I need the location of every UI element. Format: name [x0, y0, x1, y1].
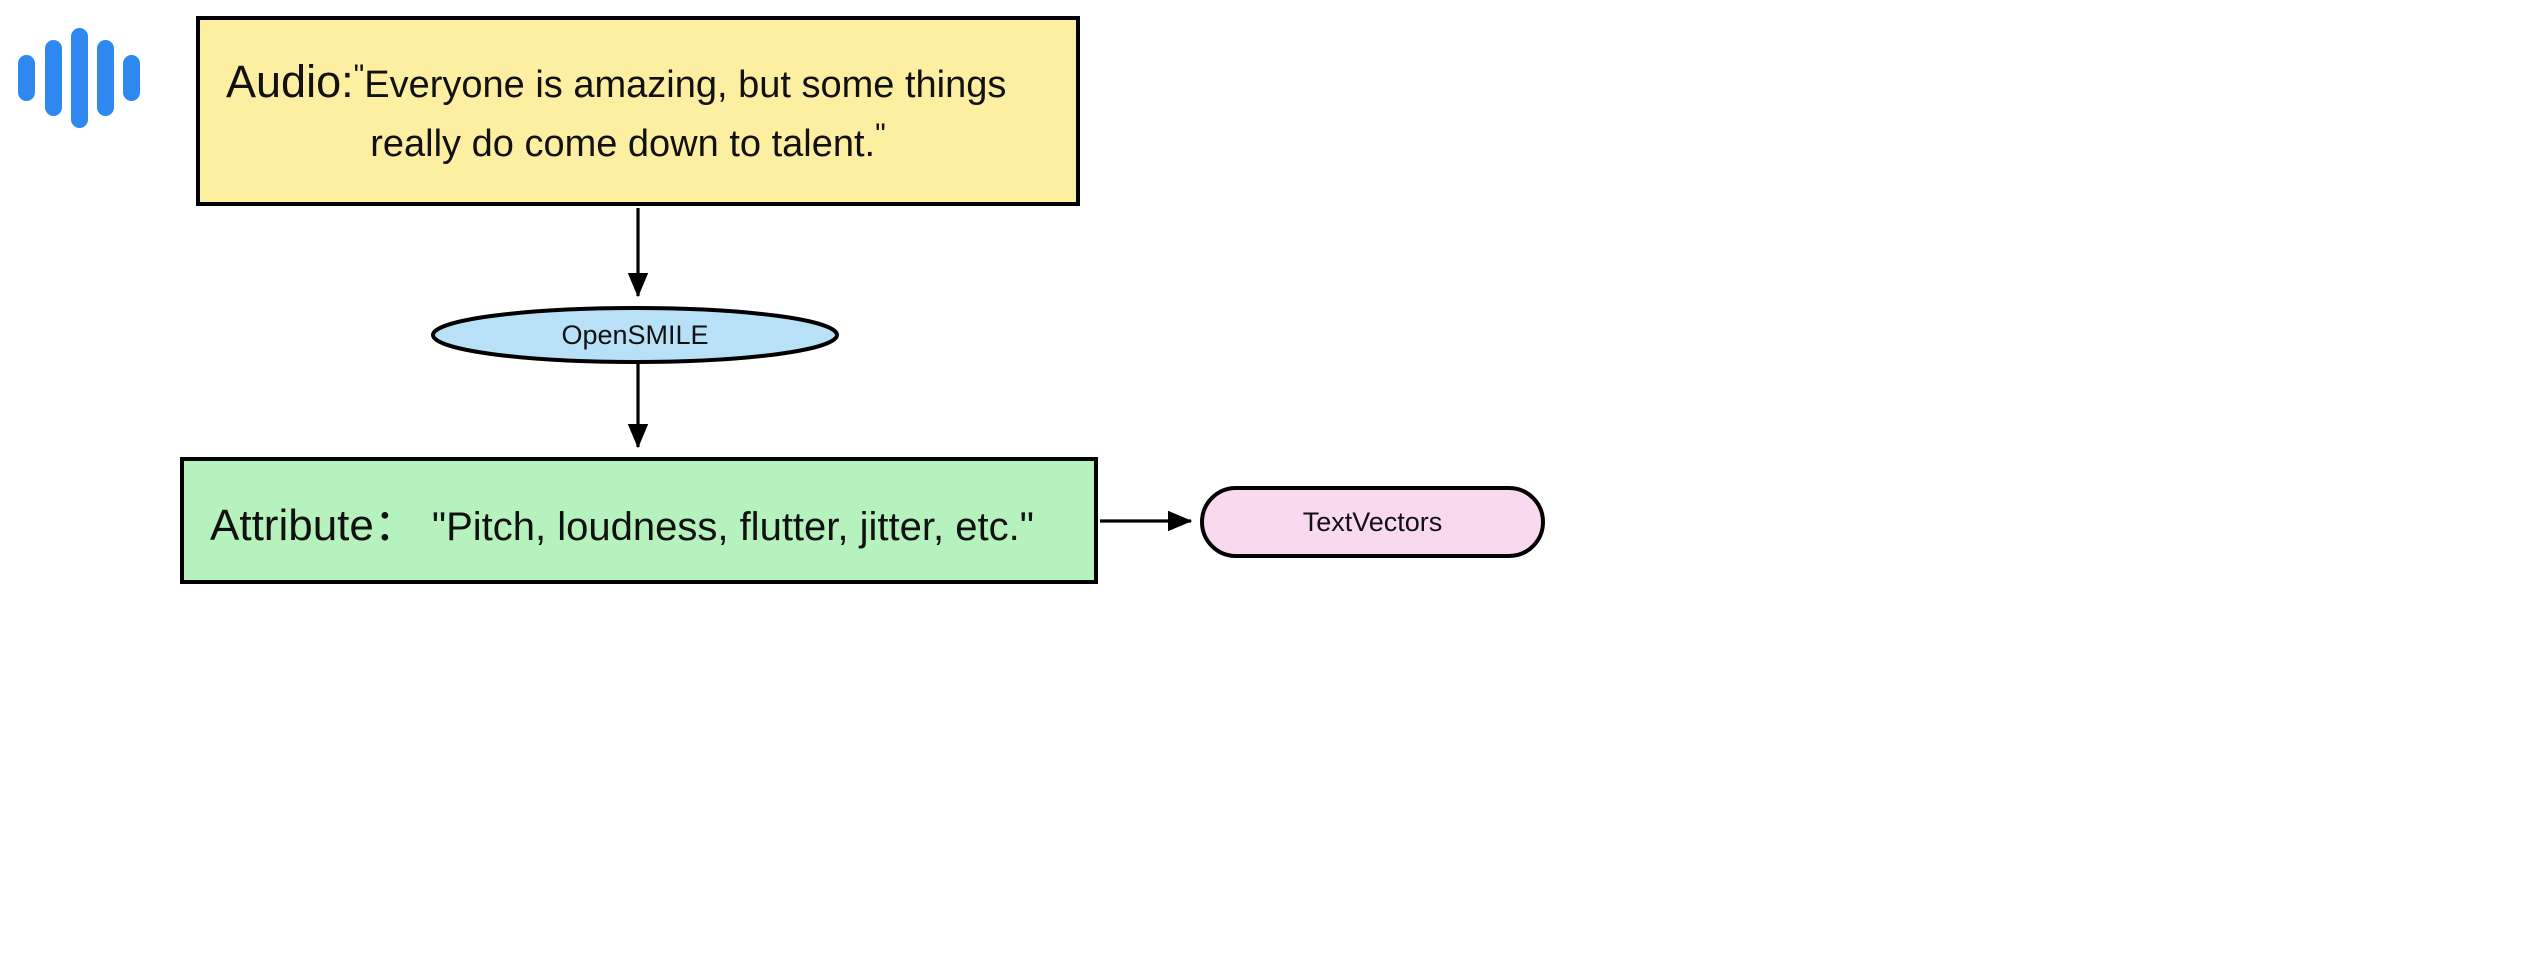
- audio-open-quote: ": [353, 59, 365, 93]
- audio-node-line-1: Audio:"Everyone is amazing, but some thi…: [202, 50, 1074, 114]
- opensmile-node: OpenSMILE: [430, 305, 840, 365]
- audio-node-text-line-2: really do come down to talent.: [370, 122, 876, 165]
- waveform-bar-5: [123, 55, 140, 101]
- textvectors-node: TextVectors: [1200, 486, 1545, 558]
- attribute-node-content: Attribute： "Pitch, loudness, flutter, jit…: [210, 489, 1034, 553]
- opensmile-node-label: OpenSMILE: [561, 319, 709, 350]
- attribute-node-value: "Pitch, loudness, flutter, jitter, etc.": [431, 504, 1034, 549]
- audio-node-line-2: really do come down to talent.": [204, 114, 1072, 172]
- textvectors-node-label: TextVectors: [1302, 506, 1443, 537]
- waveform-bar-2: [45, 40, 62, 116]
- audio-node-label: Audio:: [226, 56, 354, 108]
- waveform-bar-3: [71, 28, 88, 128]
- audio-waveform-icon: [18, 28, 140, 128]
- audio-node: Audio:"Everyone is amazing, but some thi…: [196, 16, 1080, 206]
- waveform-bar-1: [18, 55, 35, 101]
- attribute-node: Attribute： "Pitch, loudness, flutter, jit…: [180, 457, 1098, 584]
- audio-close-quote: ": [875, 117, 886, 151]
- attribute-node-label: Attribute：: [210, 500, 418, 550]
- audio-node-text-line-1: Everyone is amazing, but some things: [364, 64, 1007, 107]
- waveform-bar-4: [97, 40, 114, 116]
- ellipse-shape: [431, 306, 839, 364]
